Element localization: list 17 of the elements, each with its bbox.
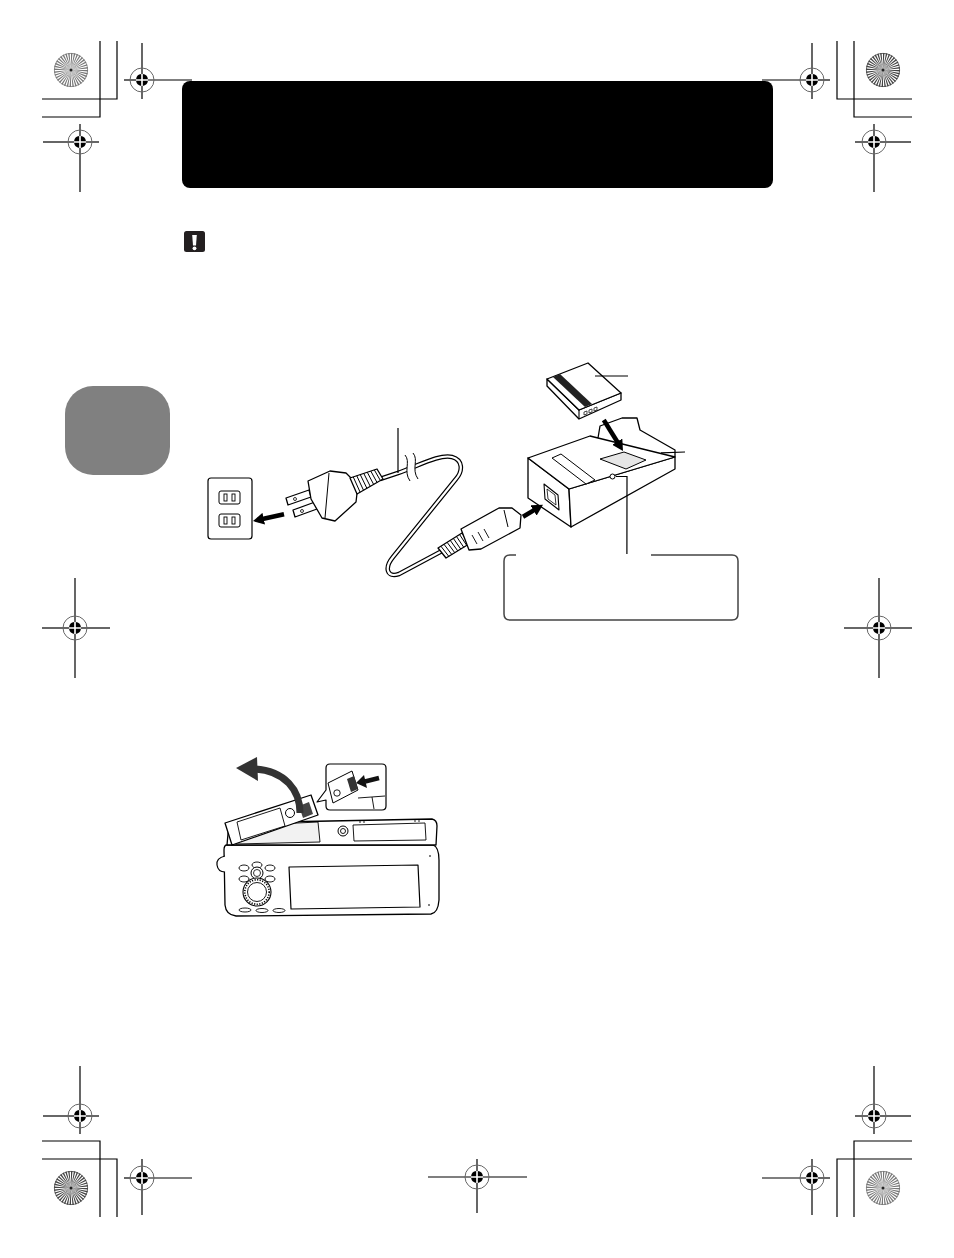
wall-outlet [207,477,253,540]
arrow [601,418,623,451]
leader-line [594,375,629,377]
leader-line [615,475,628,555]
leader-line [397,427,399,474]
power-socket [543,483,560,511]
battery-slot [599,451,647,470]
arrow [253,512,285,525]
battery-charger [527,417,676,528]
power-cord [284,452,523,579]
callout-box [503,554,739,621]
indicator-lamp [609,473,616,480]
leader-line [660,451,686,454]
chapter-tab [65,386,170,475]
battery [546,362,622,420]
arrow [521,504,543,519]
header-band [182,81,773,188]
